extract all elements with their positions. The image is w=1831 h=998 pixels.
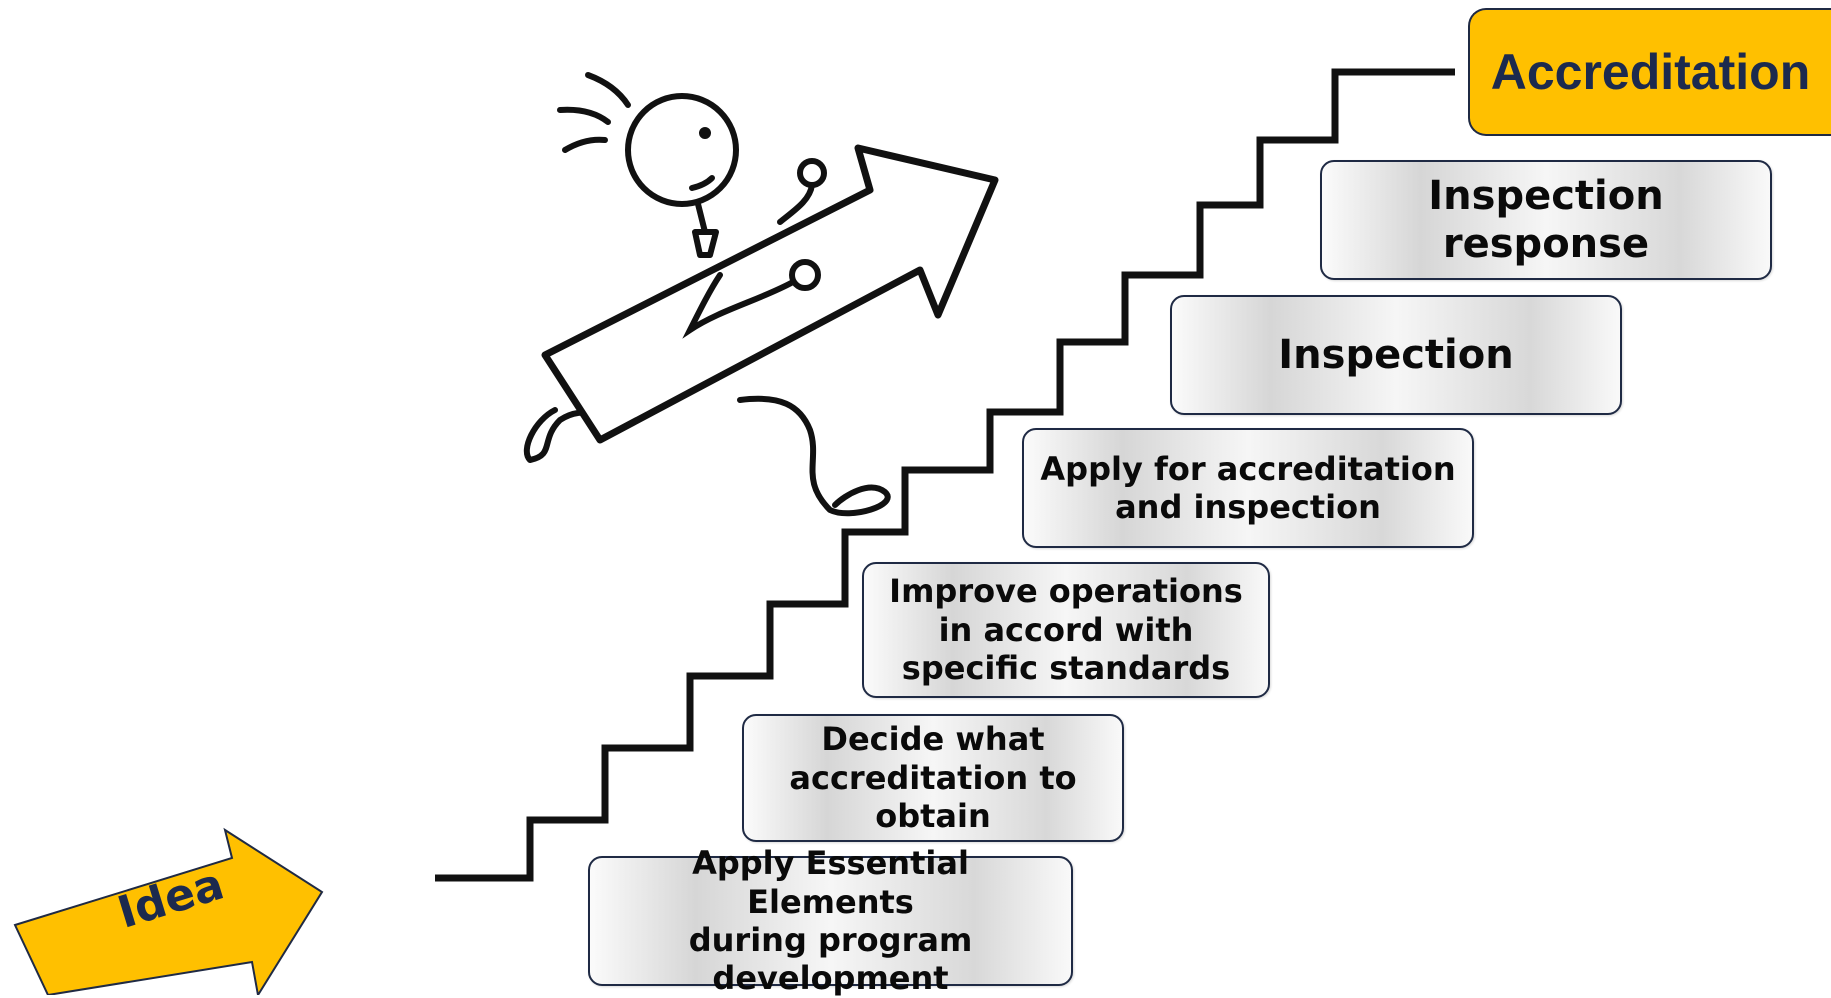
idea-arrow-icon <box>13 827 324 995</box>
step-2-box: Decide what accreditation to obtain <box>742 714 1124 842</box>
step-1-label: Apply Essential Elements during program … <box>688 844 973 998</box>
goal-accreditation: Accreditation <box>1468 8 1831 136</box>
staircase-line <box>435 68 1455 882</box>
step-6-box: Inspection response <box>1320 160 1772 280</box>
step-3-label: Improve operations in accord with specif… <box>889 572 1243 688</box>
step-1-box: Apply Essential Elements during program … <box>588 844 1073 997</box>
step-6-label: Inspection response <box>1428 173 1664 267</box>
step-4-box: Apply for accreditation and inspection <box>1022 428 1474 548</box>
step-3-box: Improve operations in accord with specif… <box>862 562 1270 698</box>
arrow-up-right-icon <box>541 144 999 444</box>
step-5-box: Inspection <box>1170 295 1622 415</box>
step-5-label: Inspection <box>1278 332 1514 378</box>
step-2-label: Decide what accreditation to obtain <box>789 720 1077 836</box>
step-4-label: Apply for accreditation and inspection <box>1040 449 1456 526</box>
